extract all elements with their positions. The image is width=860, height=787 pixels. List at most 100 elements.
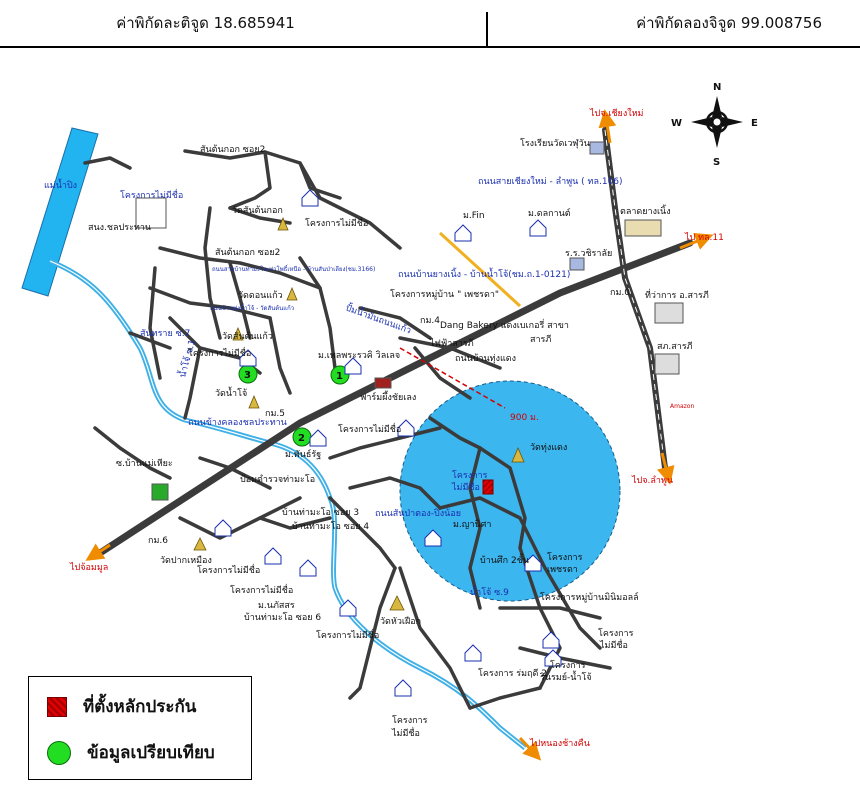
label-police-box: ป้อมตำรวจท่ามะโอ xyxy=(240,474,315,485)
label-police: สภ.สารภี xyxy=(657,341,693,352)
label-proj-petchrada: โครงการ xyxy=(547,552,583,563)
label-proj-rinrom: โครงการ xyxy=(550,660,586,671)
compass-e: E xyxy=(751,118,758,129)
label-proj-rinromb: รินรมย์-น้ำโจ้ xyxy=(540,670,592,683)
label-petchrada: เพชรดา xyxy=(547,565,578,575)
label-km4: กม.4 xyxy=(420,316,440,326)
comparison-marker-3: 3 xyxy=(238,364,258,384)
label-proj-nn4: โครงการไม่มีชื่อ xyxy=(230,583,293,596)
label-to-nongchangkhuen: ไปหนองช้างคืน xyxy=(529,738,590,749)
label-road-nonghaeng: ถนนบ้านทุ่งแดง xyxy=(455,353,516,364)
local-roads xyxy=(83,149,612,710)
legend-site-swatch xyxy=(47,696,67,717)
label-saraphi-office: ที่ว่าการ อ.สารภี xyxy=(645,288,709,301)
label-to-chomthong: ไปจ้อมมูล xyxy=(69,562,108,573)
label-900m: 900 ม. xyxy=(510,413,539,423)
label-wat-santonkok: วัดสันต้นกอก xyxy=(232,205,283,216)
label-site-noname: ไม่มีชื่อ xyxy=(451,480,480,493)
school-icon xyxy=(589,141,605,155)
legend-comparison-label: ข้อมูลเปรียบเทียบ xyxy=(87,743,215,763)
label-road-thamao-namjo: ถนนสายบ้านท่ามะโอ-ท่าโพธิ์เหนือ - บ้านสั… xyxy=(212,264,375,273)
label-wat-thungdaeng: วัดทุ่งแดง xyxy=(530,443,567,453)
label-school: โรงเรียนวัดเวฬุวัน xyxy=(520,138,590,149)
collateral-site xyxy=(482,479,494,495)
legend-site-label: ที่ตั้งหลักประกัน xyxy=(83,697,197,717)
label-namjo9: น้ำโจ้ ซ.9 xyxy=(470,585,509,598)
label-dang-bakery: Dang Bakery แดงเบเกอรี่ สาขา xyxy=(440,318,569,331)
label-m-fin: ม.Fin xyxy=(463,211,485,221)
compass-w: W xyxy=(671,118,682,129)
label-ban-thamao4: บ้านท่ามะโอ ซอย 4 xyxy=(292,521,369,532)
label-cafe: Amazon xyxy=(670,403,694,410)
temple-icons xyxy=(193,216,525,611)
label-ban-chonprathan: สนง.ชลประทาน xyxy=(88,223,151,233)
label-m-dokkaew: ม.ดลกานต์ xyxy=(528,207,571,219)
comparison-marker-2: 2 xyxy=(292,427,312,447)
label-ping-river: แม่น้ำปิง xyxy=(44,178,77,191)
latitude-label: ค่าพิกัดละติจูด 18.685941 xyxy=(116,14,295,32)
label-wat-santonkaew: วัดสันต้นแก้ว xyxy=(222,331,273,342)
svg-text:3: 3 xyxy=(244,370,251,381)
market-icon xyxy=(624,219,662,237)
label-school-rr: ร.ร.วชิราลัย xyxy=(565,248,612,259)
label-santonkok-top: สันต้นกอก ซอย2 xyxy=(200,144,265,155)
label-wat-donkaew: วัดดอนแก้ว xyxy=(238,290,283,301)
compass-s: S xyxy=(713,157,720,168)
label-proj-mubanmin: โครงการหมู่บ้านมินิมอลล์ xyxy=(540,591,639,603)
label-canal-road: ถนนข้างคลองชลประทาน xyxy=(188,417,287,428)
label-farm: ฟาร์มผึ้งชัยเลง xyxy=(360,390,416,403)
label-saraphi: สารภี xyxy=(530,334,551,345)
gas-station-icon xyxy=(151,483,169,501)
longitude-label: ค่าพิกัดลองจิจูด 99.008756 xyxy=(636,14,822,32)
label-m-phrao: ม.เพลพระรวคิ วิลเลจ xyxy=(318,350,400,361)
label-wat-pakmuang: วัดปากเหมือง xyxy=(160,555,212,566)
label-proj-nn3: โครงการไม่มีชื่อ xyxy=(316,628,379,641)
label-proj-nn2: โครงการ xyxy=(392,715,428,726)
label-pf-saraphi: ไฟฟ้าสารภี xyxy=(429,338,474,349)
label-ban-sik: บ้านศึก 2ชั้น xyxy=(480,553,529,566)
label-santonkok2: สันต้นกอก ซอย2 xyxy=(215,247,280,258)
irrigation-grid-icon xyxy=(135,197,167,229)
label-m-phanrat: ม.พันธ์รัฐ xyxy=(285,448,321,460)
svg-text:1: 1 xyxy=(336,371,343,382)
header-divider xyxy=(486,12,488,46)
label-road-yangnoeng: ถนนบ้านยางเนิ้ง - บ้านน้ำโจ้(ชม.ถ.1-0121… xyxy=(398,267,570,280)
label-proj-nn8: โครงการไม่มีชื่อ xyxy=(305,216,368,229)
label-km0: กม.0 xyxy=(610,288,630,298)
label-road-106: ถนนสายเชียงใหม่ - ลำพูน ( ทล.106) xyxy=(478,176,623,187)
label-market: ตลาดยางเนิ้ง xyxy=(620,204,671,217)
farm-icon xyxy=(374,377,392,389)
legend-site-row: ที่ตั้งหลักประกัน xyxy=(47,693,196,720)
police-station-icon xyxy=(654,353,680,375)
label-village-petchrada: โครงการหมู่บ้าน " เพชรดา" xyxy=(390,289,499,300)
compass: N S E W xyxy=(671,82,758,168)
label-proj-nn7: โครงการไม่มีชื่อ xyxy=(188,346,251,359)
district-office-icon xyxy=(654,302,684,324)
label-km5: กม.5 xyxy=(265,409,285,419)
label-site-project: โครงการ xyxy=(452,470,488,481)
legend-comparison-row: ข้อมูลเปรียบเทียบ xyxy=(47,739,215,766)
highway-11 xyxy=(96,239,694,557)
label-ban-mae: ซ.บ้านแม่เหียะ xyxy=(116,458,173,469)
label-proj-nn5: โครงการไม่มีชื่อ xyxy=(197,563,260,576)
svg-text:2: 2 xyxy=(298,433,305,444)
house-icons xyxy=(214,189,562,697)
label-proj-nn1: โครงการ xyxy=(598,628,634,639)
label-wat-huafai: วัดหัวเฝือก xyxy=(380,616,421,627)
compass-n: N xyxy=(713,82,721,93)
label-m-yanika: ม.ญานิศา xyxy=(453,519,491,530)
label-to-lamphun: ไปจ.ลำพูน xyxy=(631,475,673,486)
label-m-nakhon: ม.นภัสสร xyxy=(258,601,295,611)
label-km6: กม.6 xyxy=(148,536,168,546)
coordinates-header: ค่าพิกัดละติจูด 18.685941 ค่าพิกัดลองจิจ… xyxy=(0,0,860,48)
location-map: N S E W 1 2 3 xyxy=(21,82,758,761)
ping-river xyxy=(21,127,99,297)
label-wat-namjo: วัดน้ำโจ้ xyxy=(215,386,247,399)
label-proj-nn6: โครงการไม่มีชื่อ xyxy=(338,422,401,435)
label-proj-nn9: โครงการไม่มีชื่อ xyxy=(120,188,183,201)
label-proj-nn2b: ไม่มีชื่อ xyxy=(391,726,420,739)
canal-highlight xyxy=(49,260,526,749)
label-ban-thamao6: บ้านท่ามะโอ ซอย 6 xyxy=(244,612,321,623)
label-proj-nn1b: ไม่มีชื่อ xyxy=(599,638,628,651)
label-to-chiangmai: ไปจ.เชียงใหม่ xyxy=(589,108,644,119)
